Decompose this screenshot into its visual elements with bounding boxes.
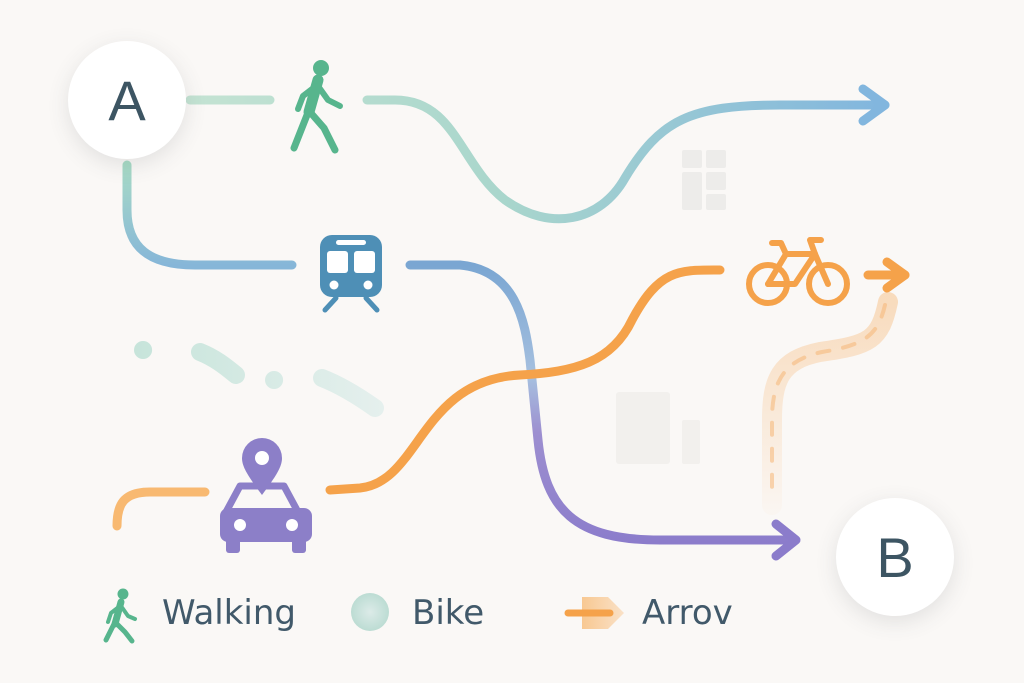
dotted-trail <box>134 341 384 417</box>
bicycle-icon <box>746 237 850 306</box>
map-block <box>706 172 726 190</box>
train-route <box>405 260 800 545</box>
map-block <box>682 172 702 210</box>
legend-label-arrow: Arrov <box>642 593 733 633</box>
trail-dash <box>191 343 245 384</box>
bike-route-start <box>112 487 210 531</box>
bike-route-arrowhead <box>882 257 910 293</box>
bike-branch-dashes <box>770 303 887 502</box>
end-node-label: B <box>876 525 914 589</box>
walking-route <box>362 95 890 224</box>
legend-label-walking: Walking <box>162 593 296 633</box>
walking-route-arrowhead <box>858 84 890 126</box>
train-route-arrowhead <box>771 519 801 561</box>
train-front-icon <box>320 235 382 313</box>
legend-walking-icon <box>103 588 137 644</box>
person-walking-icon <box>290 60 343 154</box>
legend-arrow-swatch-icon <box>564 597 624 629</box>
map-blocks <box>616 150 726 464</box>
start-node-label: A <box>108 68 146 132</box>
map-block <box>682 420 700 464</box>
end-node: B <box>836 498 954 616</box>
map-block <box>706 194 726 210</box>
legend-label-bike: Bike <box>412 593 485 633</box>
train-connector-route <box>122 160 297 270</box>
bike-route <box>325 265 725 495</box>
legend-bike-swatch-icon <box>351 593 389 631</box>
trail-dash <box>313 369 384 417</box>
start-node: A <box>68 41 186 159</box>
car-icon <box>220 482 312 553</box>
map-pin-icon <box>242 438 282 495</box>
map-block <box>706 150 726 168</box>
map-block <box>682 150 702 168</box>
map-block <box>616 392 670 464</box>
